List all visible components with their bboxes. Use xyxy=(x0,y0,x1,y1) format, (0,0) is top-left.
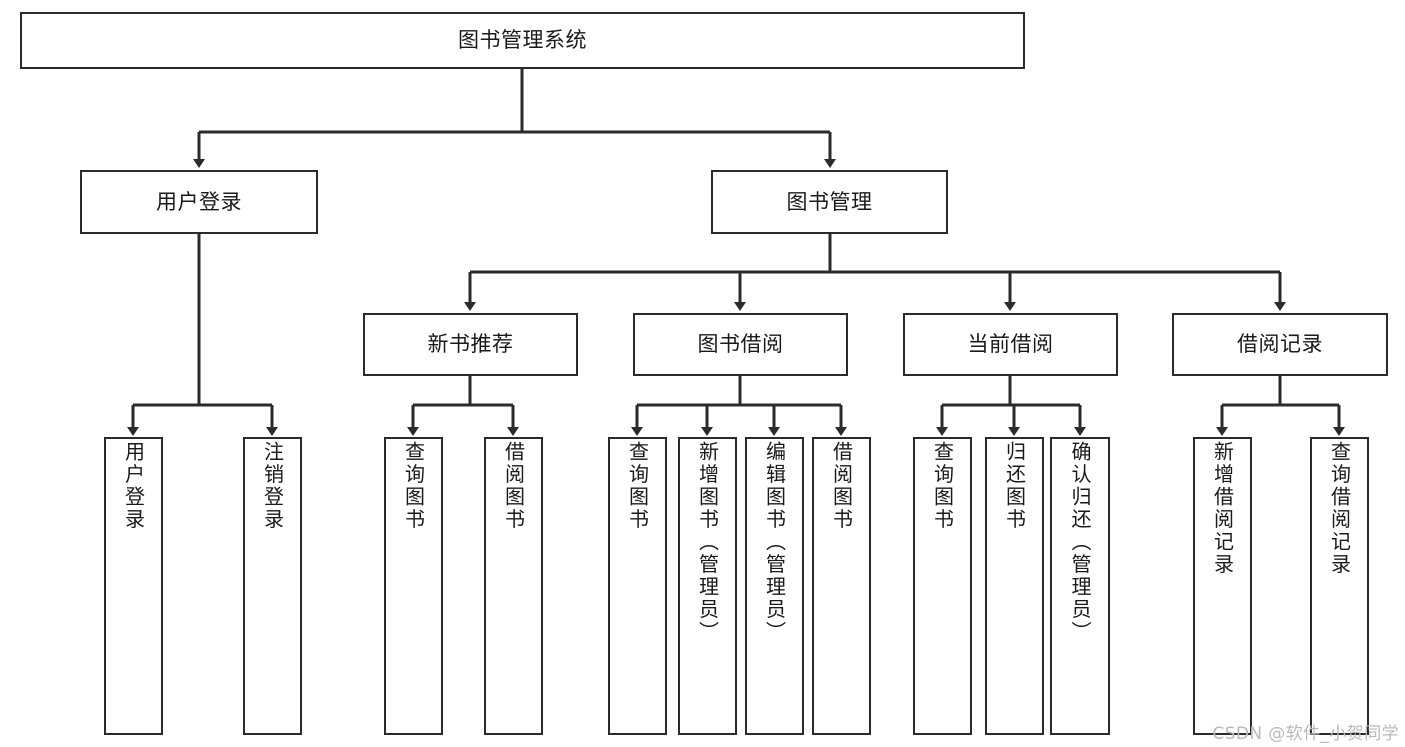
node-leaf-confirm-return-admin[interactable]: 确认归还（管理员） xyxy=(1050,437,1110,735)
node-label: 图书管理系统 xyxy=(458,28,587,53)
node-leaf-borrow-book[interactable]: 借阅图书 xyxy=(812,437,871,735)
node-user-login[interactable]: 用户登录 xyxy=(80,170,318,234)
node-leaf-query-book-borrow[interactable]: 查询图书 xyxy=(608,437,667,735)
node-leaf-query-borrow-record[interactable]: 查询借阅记录 xyxy=(1310,437,1369,735)
node-current-borrow[interactable]: 当前借阅 xyxy=(903,313,1118,376)
node-leaf-user-login[interactable]: 用户登录 xyxy=(104,437,163,735)
watermark-text: CSDN @软件_小贺同学 xyxy=(1212,724,1399,744)
node-label: 注销登录 xyxy=(260,441,285,531)
node-new-book-recommend[interactable]: 新书推荐 xyxy=(363,313,578,376)
node-leaf-return-book[interactable]: 归还图书 xyxy=(985,437,1044,735)
node-label: 图书借阅 xyxy=(697,332,784,357)
node-label: 归还图书 xyxy=(1002,441,1027,531)
node-leaf-add-book-admin[interactable]: 新增图书（管理员） xyxy=(678,437,737,735)
node-label: 新增图书（管理员） xyxy=(695,441,720,644)
node-label: 用户登录 xyxy=(156,189,242,214)
node-label: 确认归还（管理员） xyxy=(1068,441,1092,644)
node-label: 查询图书 xyxy=(930,441,955,531)
node-label: 新增借阅记录 xyxy=(1210,441,1235,576)
node-leaf-logout[interactable]: 注销登录 xyxy=(243,437,302,735)
node-label: 查询图书 xyxy=(401,441,426,531)
node-label: 借阅图书 xyxy=(829,441,854,531)
node-label: 编辑图书（管理员） xyxy=(762,441,787,644)
node-label: 查询借阅记录 xyxy=(1327,441,1352,576)
node-leaf-edit-book-admin[interactable]: 编辑图书（管理员） xyxy=(745,437,804,735)
node-label: 新书推荐 xyxy=(427,332,514,357)
node-label: 图书管理 xyxy=(786,189,873,214)
node-leaf-query-book-rec[interactable]: 查询图书 xyxy=(384,437,443,735)
node-borrow-record[interactable]: 借阅记录 xyxy=(1172,313,1388,376)
node-label: 查询图书 xyxy=(625,441,650,531)
node-leaf-borrow-book-rec[interactable]: 借阅图书 xyxy=(484,437,543,735)
node-book-borrow[interactable]: 图书借阅 xyxy=(633,313,848,376)
node-label: 借阅记录 xyxy=(1237,332,1323,357)
node-label: 用户登录 xyxy=(121,441,146,531)
node-leaf-query-book-current[interactable]: 查询图书 xyxy=(913,437,972,735)
node-root-system[interactable]: 图书管理系统 xyxy=(20,12,1025,69)
node-leaf-add-borrow-record[interactable]: 新增借阅记录 xyxy=(1193,437,1252,735)
node-label: 当前借阅 xyxy=(967,332,1054,357)
node-book-management[interactable]: 图书管理 xyxy=(711,170,948,234)
node-label: 借阅图书 xyxy=(501,441,526,531)
